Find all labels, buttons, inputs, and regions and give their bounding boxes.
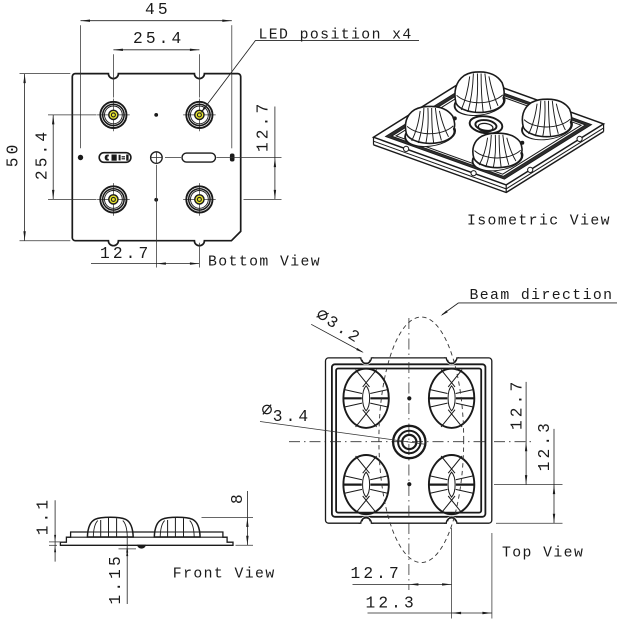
svg-text:8: 8 xyxy=(229,491,247,504)
svg-text:3.2: 3.2 xyxy=(323,312,365,348)
svg-text:12.7: 12.7 xyxy=(508,379,526,430)
svg-text:3.4: 3.4 xyxy=(273,408,311,426)
svg-text:25.4: 25.4 xyxy=(33,129,51,180)
svg-text:Front View: Front View xyxy=(173,567,276,583)
svg-text:12.7: 12.7 xyxy=(100,245,151,263)
svg-text:50: 50 xyxy=(4,142,22,168)
svg-text:12.7: 12.7 xyxy=(254,101,272,152)
svg-text:12.3: 12.3 xyxy=(366,595,417,613)
svg-text:LED position x4: LED position x4 xyxy=(259,27,413,43)
svg-text:Isometric View: Isometric View xyxy=(467,214,611,230)
svg-text:25.4: 25.4 xyxy=(133,30,184,48)
svg-text:12.7: 12.7 xyxy=(351,565,402,583)
svg-text:1.1: 1.1 xyxy=(35,497,53,535)
svg-text:45: 45 xyxy=(145,1,171,19)
svg-text:1.15: 1.15 xyxy=(107,553,125,604)
svg-text:12.3: 12.3 xyxy=(536,420,554,471)
svg-text:Bottom View: Bottom View xyxy=(208,255,321,271)
svg-text:Beam direction: Beam direction xyxy=(470,288,614,304)
svg-text:Top View: Top View xyxy=(502,546,584,562)
